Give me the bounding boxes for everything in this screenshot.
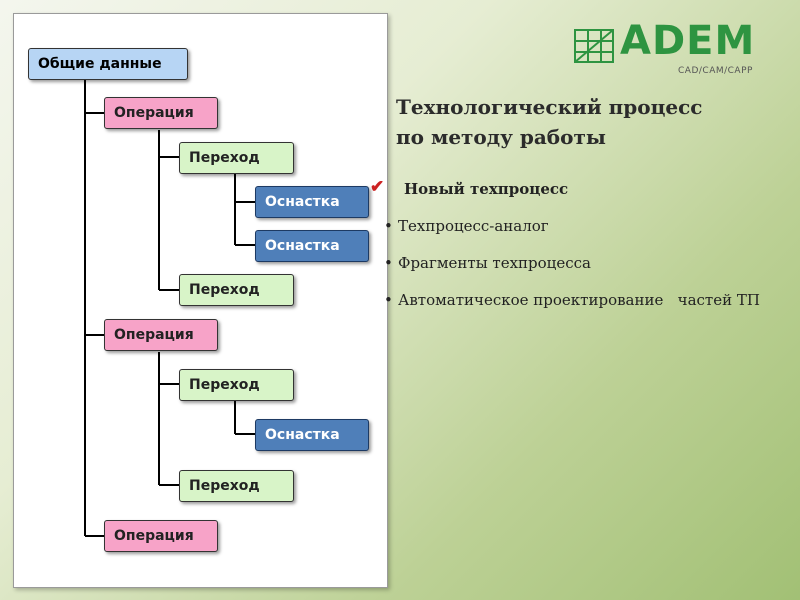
list-item[interactable]: • Автоматическое проектирование частей Т…	[384, 289, 796, 311]
tree-node-tooling-3[interactable]: Оснастка	[255, 419, 369, 451]
title-line-2: по методу работы	[396, 125, 606, 149]
tree-node-transition-1[interactable]: Переход	[179, 142, 294, 174]
list-item-label: Автоматическое проектирование частей ТП	[398, 291, 760, 309]
method-list: ✔ Новый техпроцесс • Техпроцесс-аналог •…	[370, 177, 796, 326]
tree-node-general-data[interactable]: Общие данные	[28, 48, 188, 80]
tree-node-tooling-2[interactable]: Оснастка	[255, 230, 369, 262]
bullet-icon: •	[384, 254, 393, 272]
bullet-icon: •	[384, 217, 393, 235]
checkmark-icon: ✔	[370, 177, 385, 197]
page-title: Технологический процесс по методу работы	[396, 92, 726, 152]
adem-logo: ADEM CAD/CAM/CAPP	[572, 18, 772, 82]
tree-node-transition-2[interactable]: Переход	[179, 274, 294, 306]
list-item-selected[interactable]: ✔ Новый техпроцесс	[370, 177, 796, 200]
tree-node-transition-4[interactable]: Переход	[179, 470, 294, 502]
tree-node-transition-3[interactable]: Переход	[179, 369, 294, 401]
tree-node-operation-2[interactable]: Операция	[104, 319, 218, 351]
bullet-icon: •	[384, 291, 393, 309]
tree-node-operation-1[interactable]: Операция	[104, 97, 218, 129]
list-item[interactable]: • Фрагменты техпроцесса	[384, 252, 796, 274]
title-line-1: Технологический процесс	[396, 95, 703, 119]
list-item-label: Техпроцесс-аналог	[398, 217, 549, 235]
list-item-label: Новый техпроцесс	[404, 180, 569, 198]
logo-subtitle: CAD/CAM/CAPP	[678, 66, 753, 76]
tree-node-tooling-1[interactable]: Оснастка	[255, 186, 369, 218]
list-item-label: Фрагменты техпроцесса	[398, 254, 591, 272]
logo-grid-icon	[574, 29, 614, 63]
logo-wordmark: ADEM	[620, 18, 756, 64]
list-item[interactable]: • Техпроцесс-аналог	[384, 215, 796, 237]
tree-node-operation-3[interactable]: Операция	[104, 520, 218, 552]
